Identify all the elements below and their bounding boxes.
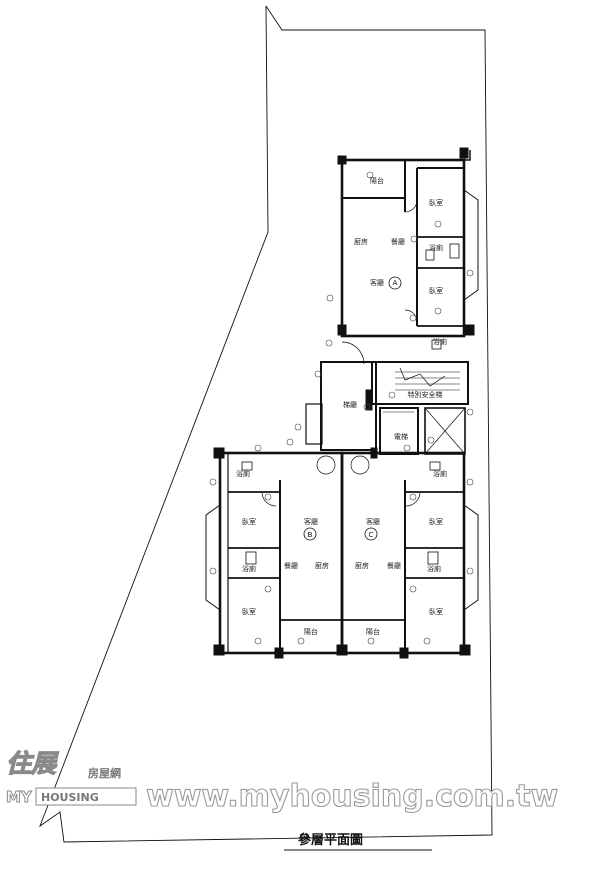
unit-c-balcony-label: 陽台 <box>366 627 380 636</box>
unit-a-balcony-label: 陽台 <box>370 176 384 185</box>
unit-b-living-label: 客廳 <box>304 517 318 526</box>
unit-a-bath2-label: 浴廁 <box>433 337 447 346</box>
unit-b <box>205 447 344 659</box>
unit-a-dining-label: 餐廳 <box>391 237 405 246</box>
unit-b-mark: B <box>308 531 313 539</box>
unit-c-dining-label: 餐廳 <box>387 561 401 570</box>
site-boundary <box>39 5 493 843</box>
unit-c-kitchen-label: 廚房 <box>355 561 369 570</box>
core <box>305 341 469 475</box>
stair-label: 特別安全梯 <box>408 390 443 399</box>
watermark-brand: 房屋網 <box>88 766 121 780</box>
unit-a-bedroom2-label: 臥室 <box>429 286 443 295</box>
unit-b-bedroom1-label: 臥室 <box>242 517 256 526</box>
unit-c-bath2-label: 浴廁 <box>427 564 441 573</box>
lobby-label: 梯廳 <box>343 400 357 409</box>
unit-a-bedroom1-label: 臥室 <box>429 198 443 207</box>
unit-a-mark: A <box>393 279 398 287</box>
unit-a <box>337 147 479 350</box>
unit-b-bedroom2-label: 臥室 <box>242 607 256 616</box>
unit-c-mark: C <box>369 531 374 539</box>
unit-c-living-label: 客廳 <box>366 517 380 526</box>
unit-c <box>336 451 479 659</box>
unit-c-bedroom2-label: 臥室 <box>429 607 443 616</box>
unit-c-bath1-label: 浴廁 <box>433 469 447 478</box>
unit-c-bedroom1-label: 臥室 <box>429 517 443 526</box>
watermark-housing: HOUSING <box>41 791 99 804</box>
plan-title: 參層平面圖 <box>298 832 363 848</box>
unit-a-living-label: 客廳 <box>370 278 384 287</box>
unit-b-bath1-label: 浴廁 <box>236 469 250 478</box>
unit-a-kitchen-label: 廚房 <box>354 237 368 246</box>
unit-b-balcony-label: 陽台 <box>304 627 318 636</box>
watermark-my: MY <box>6 788 33 806</box>
unit-a-bath1-label: 浴廁 <box>429 243 443 252</box>
tag-markers <box>209 171 474 645</box>
watermark-url: www.myhousing.com.tw <box>146 779 558 814</box>
watermark-logo: 住展 <box>6 749 59 778</box>
unit-b-bath2-label: 浴廁 <box>242 564 256 573</box>
watermark: 住展 房屋網 MY HOUSING www.myhousing.com.tw <box>5 748 558 814</box>
unit-b-dining-label: 餐廳 <box>284 561 298 570</box>
unit-b-kitchen-label: 廚房 <box>315 561 329 570</box>
elevator-label: 電梯 <box>394 432 408 441</box>
